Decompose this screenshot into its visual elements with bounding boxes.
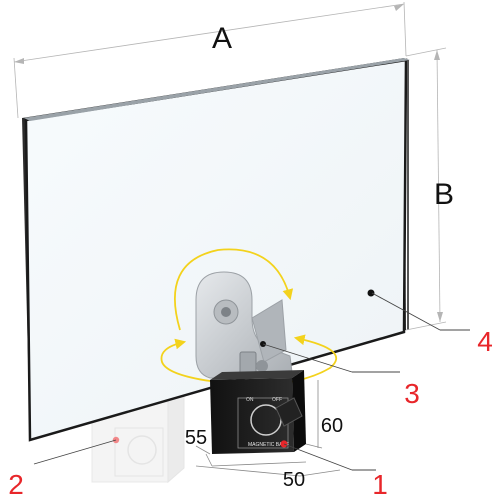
callout-3-leader: [262, 343, 400, 373]
magnetic-base: ON OFF MAGNETIC BASE: [210, 370, 306, 454]
dimension-a: [13, 1, 407, 119]
callout-1-leader: [283, 443, 376, 471]
rotation-arrow-vertical: [173, 248, 294, 331]
base-on-label: ON: [246, 397, 254, 403]
base-brand-text: MAGNETIC BASE: [248, 442, 290, 448]
callout-2-leader: [33, 439, 117, 465]
dimension-a-label: A: [212, 22, 232, 55]
dimension-base-depth: 55: [185, 427, 207, 449]
dimension-b-label: B: [434, 178, 454, 211]
callout-3-label: 3: [404, 378, 420, 409]
callout-4-label: 4: [477, 326, 493, 357]
screen-callout-dot: [367, 289, 375, 297]
dimension-base-height: 60: [321, 415, 343, 437]
callout-2-label: 2: [8, 469, 24, 500]
callout-4-leader: [371, 292, 470, 331]
callout-1-label: 1: [372, 469, 388, 500]
pivot-bracket: [195, 271, 293, 379]
dimension-b: [405, 47, 447, 331]
base-dimension-lines: [195, 380, 341, 477]
dimension-base-width: 50: [283, 469, 305, 491]
base-off-label: OFF: [272, 397, 282, 403]
